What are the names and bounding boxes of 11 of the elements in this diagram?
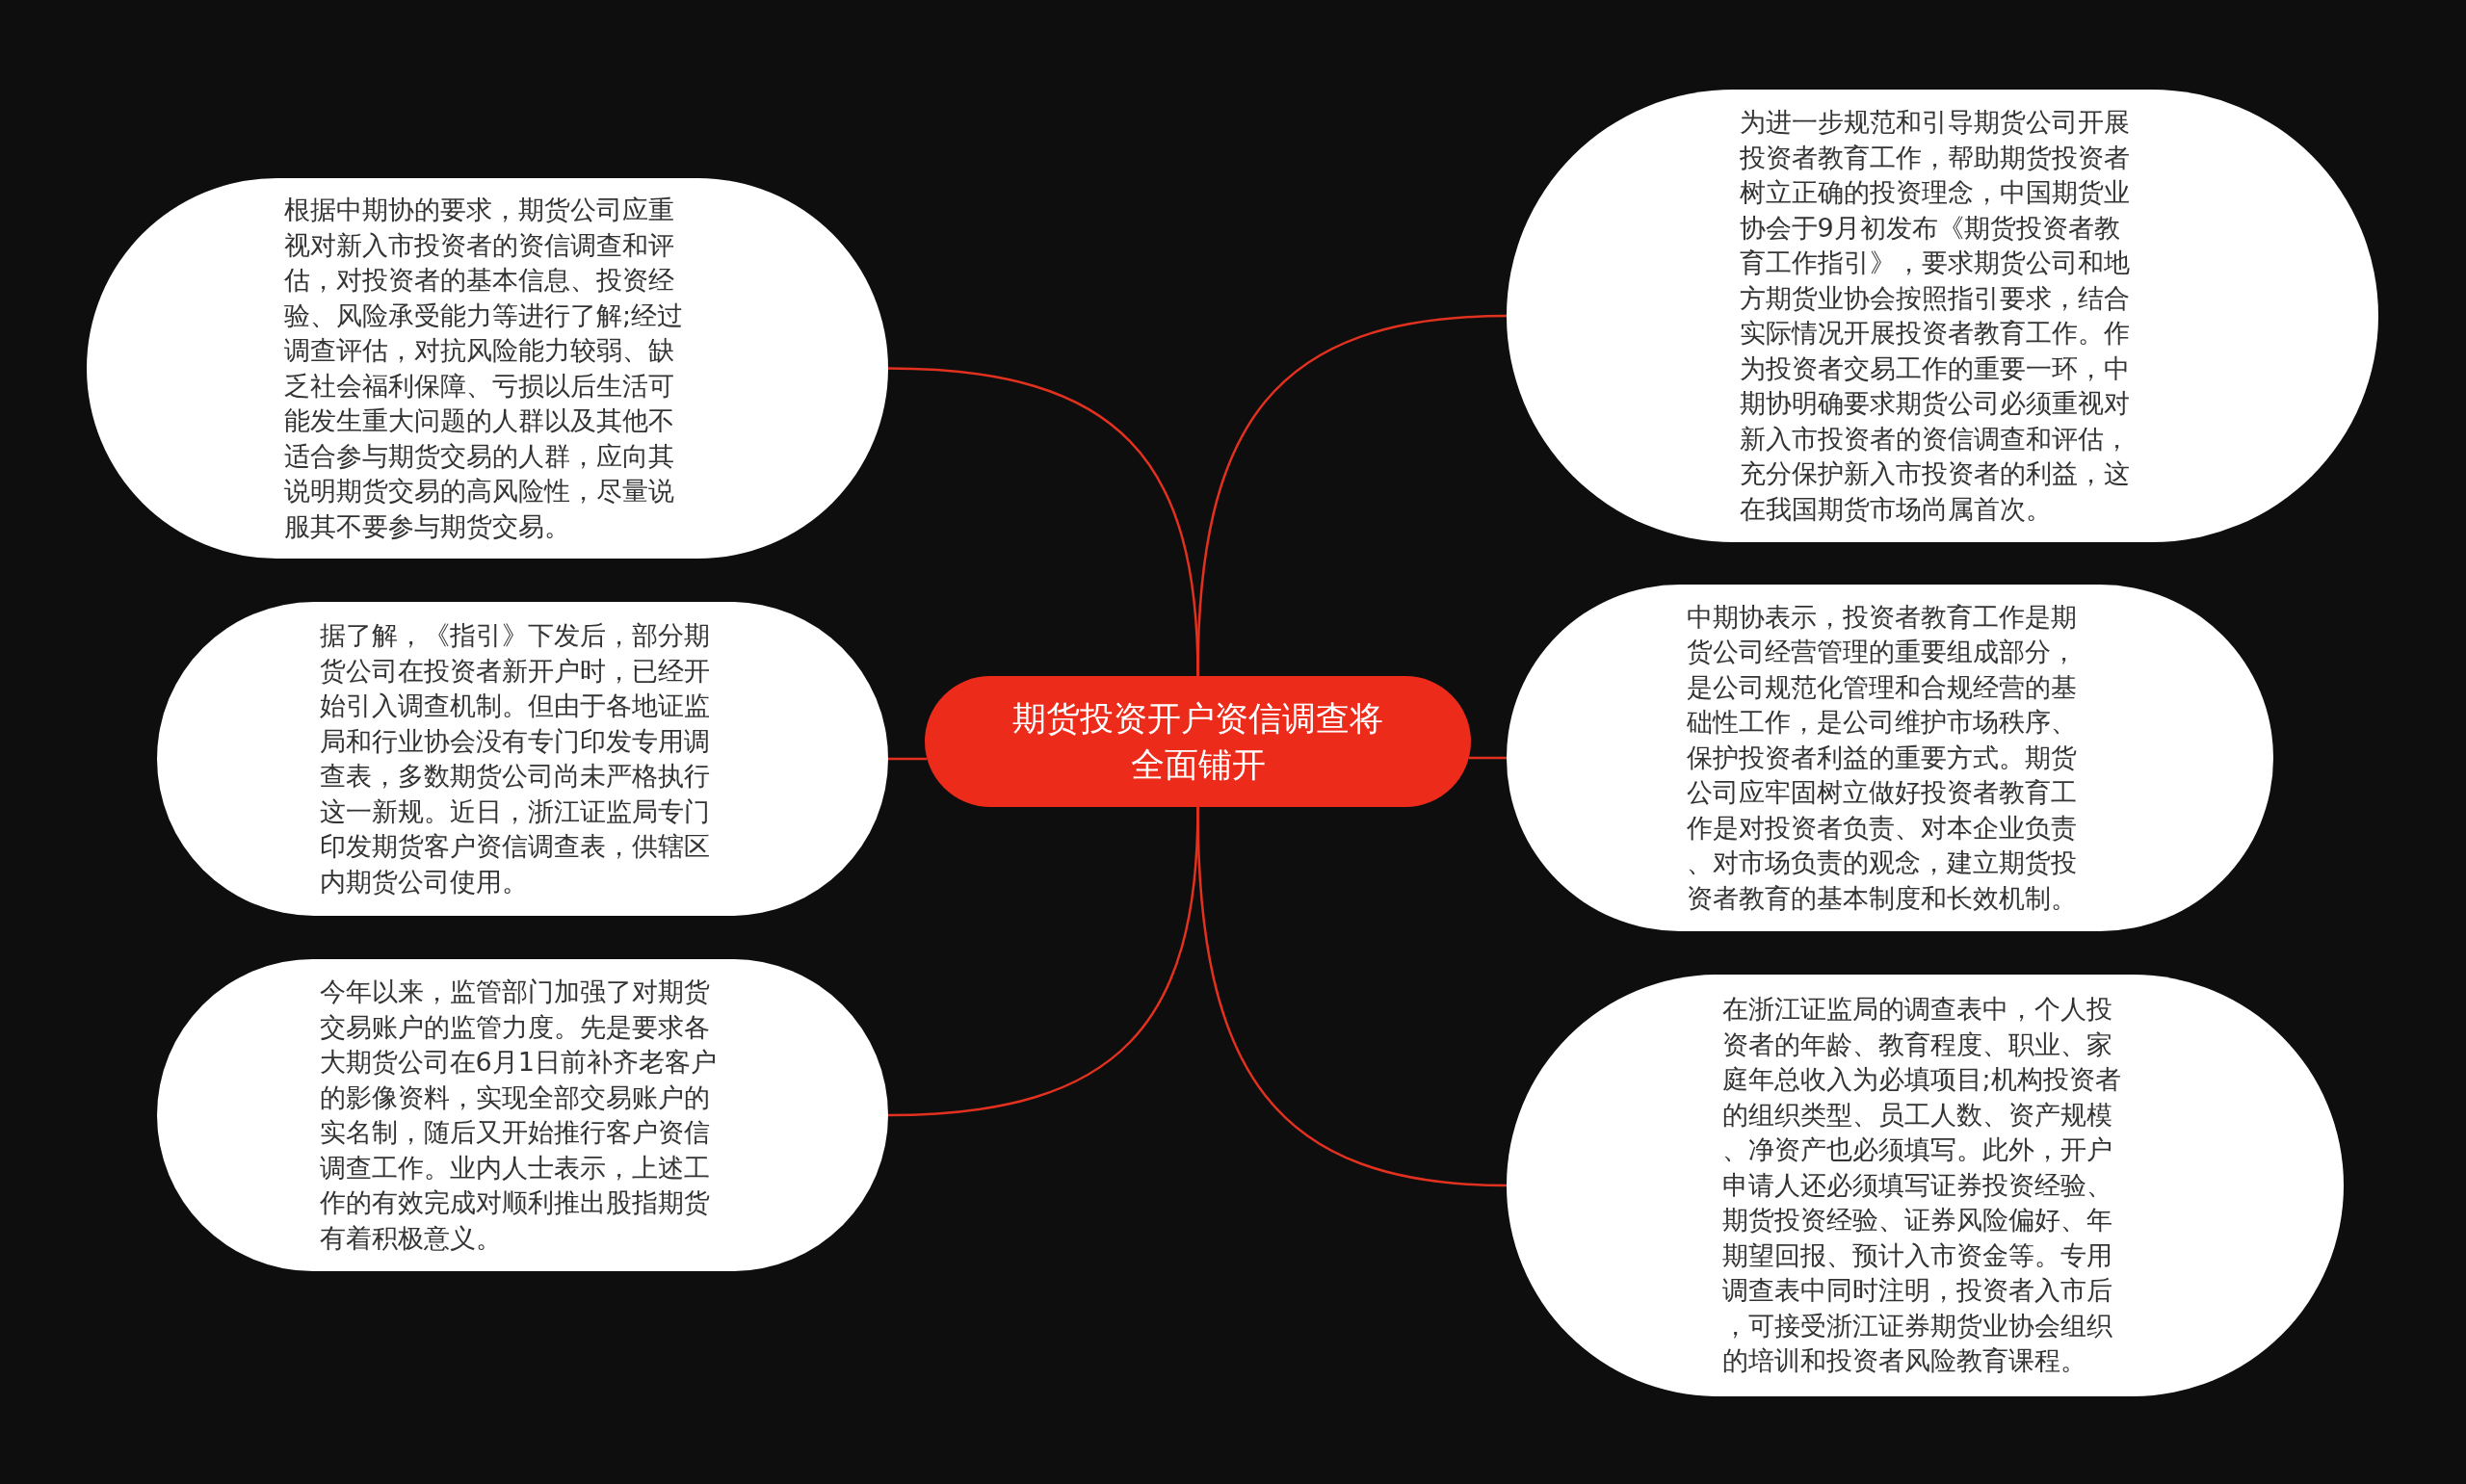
topic-text: 据了解，《指引》下发后，部分期货公司在投资者新开户时，已经开始引入调查机制。但由于各地证监局和行业协会没有专门印发专用调查表，多数期货公司尚未严格执行这一新规。近日，浙江证监局专门印发期货客户资信调查表，供辖区内期货公司使用。 [319, 619, 711, 898]
topic-title: 期货投资开户资信调查将全面铺开 [1011, 698, 1384, 786]
topic-text: 在浙江证监局的调查表中，个人投资者的年龄、教育程度、职业、家庭年总收入为必填项目;机构投资者的组织类型、员工人数、资产规模、净资产也必须填写。此外，开户申请人还必须填写证券投资经验、期货投资经验、证券风险偏好、年期望回报、预计入市资金等。专用调查表中同时注明，投资者入市后，可接受浙江证券期货业协会组织的培训和投资者风险教育课程。 [1721, 993, 2122, 1378]
connector-line [1196, 806, 1508, 1187]
topic-text: 为进一步规范和引导期货公司开展投资者教育工作，帮助期货投资者树立正确的投资理念，中国期货业协会于9月初发布《期货投资者教育工作指引》，要求期货公司和地方期货业协会按照指引要求，结合实际情况开展投资者教育工作。作为投资者交易工作的重要一环，中期协明确要求期货公司必须重视对新入市投资者的资信调查和评估，充分保护新入市投资者的利益，这在我国期货市场尚属首次。 [1739, 106, 2131, 526]
connector-line [1196, 314, 1508, 677]
connector-line [1468, 756, 1507, 760]
topic-text: 中期协表示，投资者教育工作是期货公司经营管理的重要组成部分，是公司规范化管理和合规经营的基础性工作，是公司维护市场秩序、保护投资者利益的重要方式。期货公司应牢固树立做好投资者教育工作是对投资者负责、对本企业负责、对市场负责的观念，建立期货投资者教育的基本制度和长效机制。 [1687, 600, 2078, 915]
connector-line [888, 757, 928, 761]
topic-text: 今年以来，监管部门加强了对期货交易账户的监管力度。先是要求各大期货公司在6月1日前补齐老客户的影像资料，实现全部交易账户的实名制，随后又开始推行客户资信调查工作。业内人士表示，上述工作的有效完成对顺利推出股指期货有着积极意义。 [319, 976, 718, 1255]
topic-text: 根据中期协的要求，期货公司应重视对新入市投资者的资信调查和评估，对投资者的基本信息、投资经验、风险承受能力等进行了解;经过调查评估，对抗风险能力较弱、缺乏社会福利保障、亏损以后生活可能发生重大问题的人群以及其他不适合参与期货交易的人群，应向其说明期货交易的高风险性，尽量说服其不要参与期货交易。 [284, 194, 685, 543]
